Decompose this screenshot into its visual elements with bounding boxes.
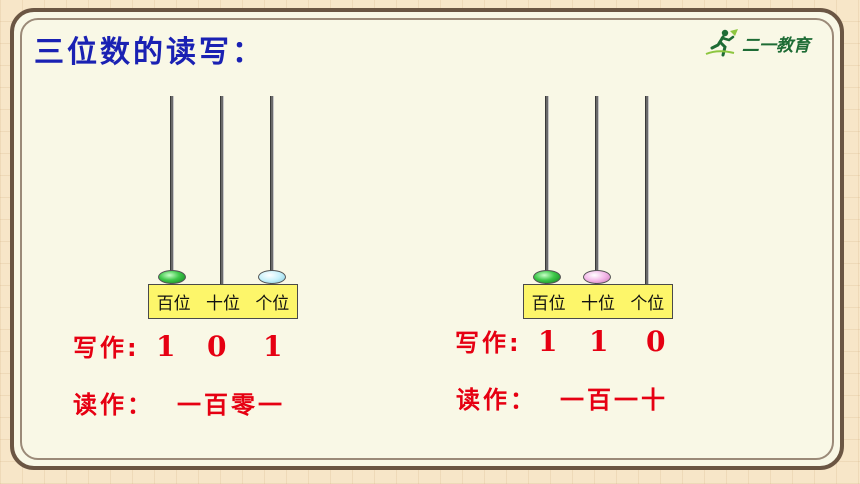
reading-1: 一百零一 [177, 391, 285, 419]
abacus-example-1: 百位 十位 个位 [148, 96, 298, 321]
written-digit-tens-1: 0 [207, 330, 227, 363]
bead-tens [583, 270, 611, 284]
place-label-ones: 个位 [255, 294, 290, 314]
board-inner-border [20, 18, 834, 460]
place-label-ones: 个位 [630, 294, 665, 314]
abacus-example-2: 百位 十位 个位 [523, 96, 673, 321]
place-label-tens: 十位 [580, 294, 615, 314]
runner-icon [705, 29, 738, 57]
write-label-2: 写作: [455, 329, 522, 357]
logo-text: 二一教育 [742, 35, 810, 56]
rod-hundreds [170, 96, 174, 284]
write-label-1: 写作: [73, 334, 140, 362]
rod-ones [645, 96, 649, 284]
place-label-hundreds: 百位 [156, 294, 191, 314]
written-digit-hundreds-1: 1 [156, 330, 176, 363]
rod-ones [270, 96, 274, 284]
written-digit-ones-1: 1 [263, 330, 283, 363]
written-digit-hundreds-2: 1 [538, 325, 558, 358]
bead-ones [258, 270, 286, 284]
read-label-1: 读作： [73, 391, 154, 419]
board-frame [10, 8, 844, 470]
read-label-2: 读作： [456, 386, 537, 414]
place-label-tens: 十位 [205, 294, 240, 314]
reading-2: 一百一十 [560, 386, 668, 414]
place-label-hundreds: 百位 [531, 294, 566, 314]
rod-tens [220, 96, 224, 284]
rod-hundreds [545, 96, 549, 284]
brand-logo: 二一教育 [704, 26, 810, 60]
written-digit-tens-2: 1 [589, 325, 609, 358]
rod-tens [595, 96, 599, 284]
bead-hundreds [533, 270, 561, 284]
page-title: 三位数的读写： [34, 35, 265, 70]
place-value-bar: 百位 十位 个位 [523, 284, 673, 319]
place-value-bar: 百位 十位 个位 [148, 284, 298, 319]
bead-hundreds [158, 270, 186, 284]
written-digit-ones-2: 0 [646, 325, 666, 358]
